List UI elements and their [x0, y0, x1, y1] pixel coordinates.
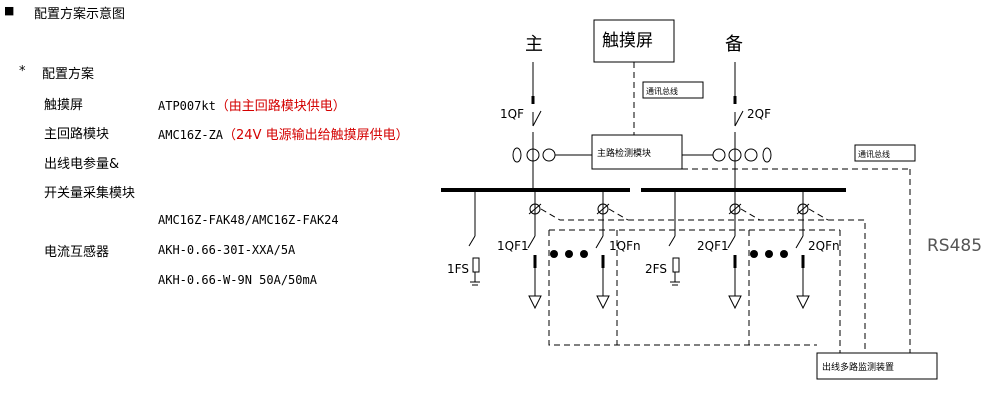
ct-model-2: AKH-0.66-W-9N 50A/50mA: [158, 273, 317, 287]
outlet-model: AMC16Z-FAK48/AMC16Z-FAK24: [158, 213, 339, 227]
rs485-label: RS485: [927, 236, 982, 256]
touch-screen-label: 触摸屏: [44, 98, 84, 113]
ct-model-1: AKH-0.66-30I-XXA/5A: [158, 243, 296, 257]
section-title: 配置方案: [42, 67, 95, 82]
backup-source-label: 备: [725, 34, 743, 55]
breaker-1qf1-label: 1QF1: [497, 239, 529, 253]
touch-screen-box-label: 触摸屏: [602, 31, 653, 51]
out-monitor-label: 出线多路监测装置: [822, 361, 894, 373]
main-detect-box: [591, 134, 683, 170]
main-module-label: 主回路模块: [44, 127, 110, 142]
out-monitor-box: [816, 352, 938, 380]
touch-screen-model: ATP007kt（由主回路模块供电）: [158, 95, 346, 114]
outlet-label-1: 出线电参量&: [44, 157, 120, 172]
section-bullet: *: [19, 64, 26, 79]
breaker-2qfn-label: 2QFn: [808, 239, 840, 253]
main-detect-label: 主路检测模块: [597, 147, 651, 159]
main-module-note: （24V 电源输出给触摸屏供电）: [223, 128, 409, 143]
heading-bullet: ■: [4, 4, 15, 17]
comm-line-label-1: 通讯总线: [646, 86, 678, 96]
breaker-2qf1-label: 2QF1: [697, 239, 729, 253]
touch-screen-model-text: ATP007kt: [158, 99, 216, 113]
comm-line-label-2: 通讯总线: [858, 149, 890, 159]
breaker-1qfn-label: 1QFn: [609, 239, 641, 253]
comm-box-2: [854, 144, 916, 162]
main-source-label: 主: [525, 34, 543, 55]
outlet-label-2: 开关量采集模块: [44, 186, 136, 201]
main-module-model: AMC16Z-ZA（24V 电源输出给触摸屏供电）: [158, 124, 436, 143]
comm-box-1: [642, 81, 704, 99]
breaker-1qf-label: 1QF: [500, 107, 524, 121]
breaker-2qf-label: 2QF: [747, 107, 771, 121]
page-title: 配置方案示意图: [34, 7, 126, 22]
spd-1fs-label: 1FS: [447, 262, 469, 276]
touch-screen-note: （由主回路模块供电）: [215, 99, 346, 114]
spd-2fs-label: 2FS: [645, 262, 667, 276]
ct-label: 电流互感器: [44, 245, 110, 260]
main-module-model-text: AMC16Z-ZA: [158, 128, 224, 142]
